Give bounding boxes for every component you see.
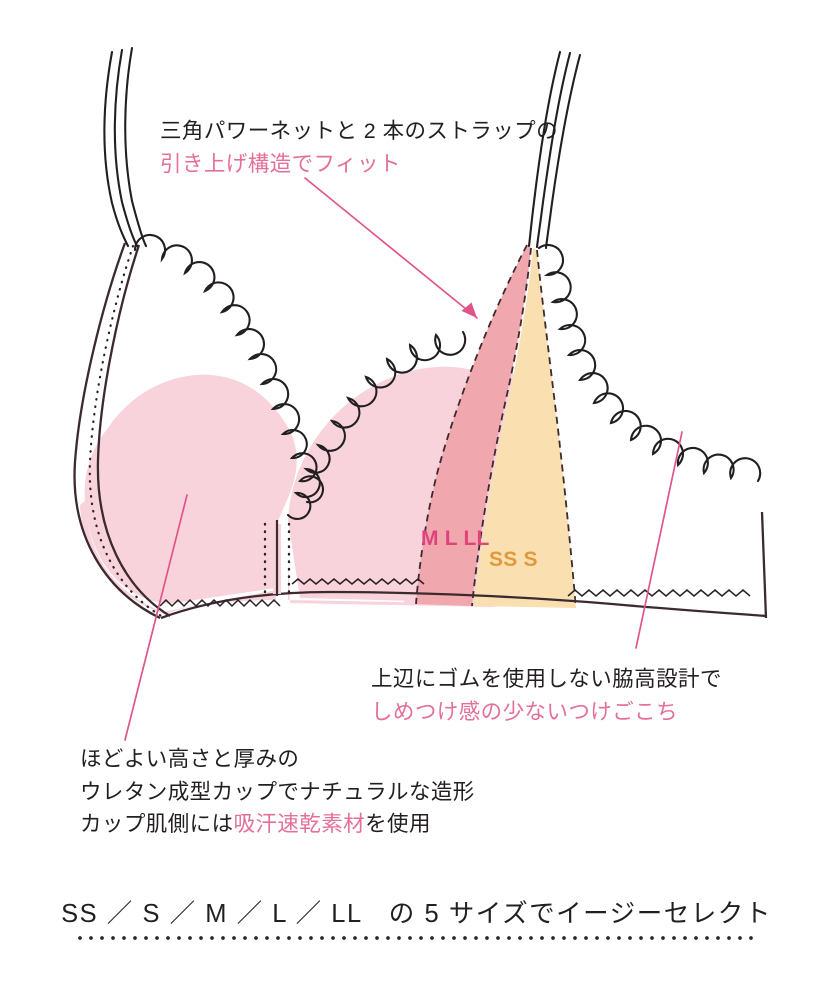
callout-top-line1: 三角パワーネットと 2 本のストラップの <box>160 119 559 143</box>
power-net-triangle-small <box>474 248 577 609</box>
power-net-triangle-large <box>415 244 532 607</box>
callout-bottom-line2: ウレタン成型カップでナチュラルな造形 <box>80 779 475 804</box>
callout-bottom: ほどよい高さと厚みの ウレタン成型カップでナチュラルな造形 カップ肌側には吸汗速… <box>80 743 475 841</box>
callout-bottom-line3-prefix: カップ肌側には <box>80 812 234 837</box>
size-label-l: L <box>444 527 458 550</box>
leader-line-right <box>635 431 683 649</box>
callout-bottom-line1: ほどよい高さと厚みの <box>80 747 300 771</box>
right-strap-pair <box>527 50 582 250</box>
callout-right: 上辺にゴムを使用しない脇高設計で しめつけ感の少ないつけごこち <box>371 663 722 728</box>
left-strap-pair <box>103 46 148 248</box>
under-band-zigzag-stitch <box>159 578 751 608</box>
size-label-s: S <box>523 548 538 571</box>
scalloped-lace-edge <box>133 234 762 520</box>
cup-outlines <box>73 242 768 620</box>
callout-top: 三角パワーネットと 2 本のストラップの 引き上げ構造でフィット <box>160 115 558 180</box>
size-banner-text: SS ／ S ／ M ／ L ／ LL の 5 サイズでイージーセレクト <box>61 900 772 928</box>
size-label-ll: LL <box>463 527 490 550</box>
callout-right-line2: しめつけ感の少ないつけごこち <box>371 699 679 724</box>
size-label-ss: SS <box>489 548 518 571</box>
size-label-small-panel: SS S <box>489 548 538 572</box>
size-label-m: M <box>421 527 439 550</box>
callout-bottom-line3-accent: 吸汗速乾素材 <box>233 812 366 837</box>
callout-top-line2: 引き上げ構造でフィット <box>160 151 401 176</box>
leader-lines <box>124 177 683 741</box>
callout-bottom-line3-suffix: を使用 <box>365 812 431 837</box>
left-cup <box>80 374 297 615</box>
callout-bottom-line3: カップ肌側には吸汗速乾素材を使用 <box>80 808 475 841</box>
center-gore <box>263 520 291 596</box>
left-panel-dotted-seam <box>88 244 165 619</box>
leader-line-bottom-left <box>124 494 188 741</box>
size-label-large-panel: M L LL <box>421 527 490 551</box>
size-banner-dotted-rule <box>78 936 757 940</box>
side-wing <box>574 300 762 610</box>
leader-line-top <box>304 177 478 319</box>
callout-right-line1: 上辺にゴムを使用しない脇高設計で <box>371 667 722 691</box>
size-banner: SS ／ S ／ M ／ L ／ LL の 5 サイズでイージーセレクト <box>0 893 833 939</box>
leader-arrow-top <box>461 302 477 318</box>
